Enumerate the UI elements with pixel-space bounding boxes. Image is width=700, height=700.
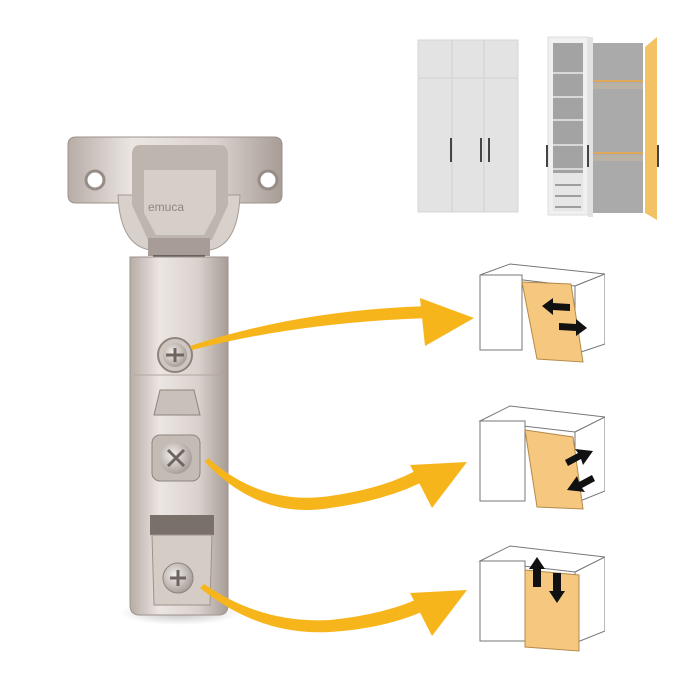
brand-engraving: emuca bbox=[148, 200, 184, 214]
hinge-image: emuca bbox=[60, 135, 300, 630]
arrowhead-middle bbox=[410, 462, 467, 508]
arrowhead-top bbox=[420, 298, 474, 346]
wardrobe-closed-image bbox=[410, 38, 520, 218]
arrowhead-bottom bbox=[410, 590, 467, 636]
diagram-depth-adjustment bbox=[475, 403, 605, 513]
diagram-side-adjustment bbox=[475, 262, 605, 367]
wardrobe-open-image bbox=[545, 35, 665, 220]
lateral-arrows-icon bbox=[542, 298, 587, 336]
diagram-height-adjustment bbox=[475, 543, 605, 653]
depth-arrows-icon bbox=[565, 449, 595, 492]
vertical-arrows-icon bbox=[529, 557, 565, 603]
